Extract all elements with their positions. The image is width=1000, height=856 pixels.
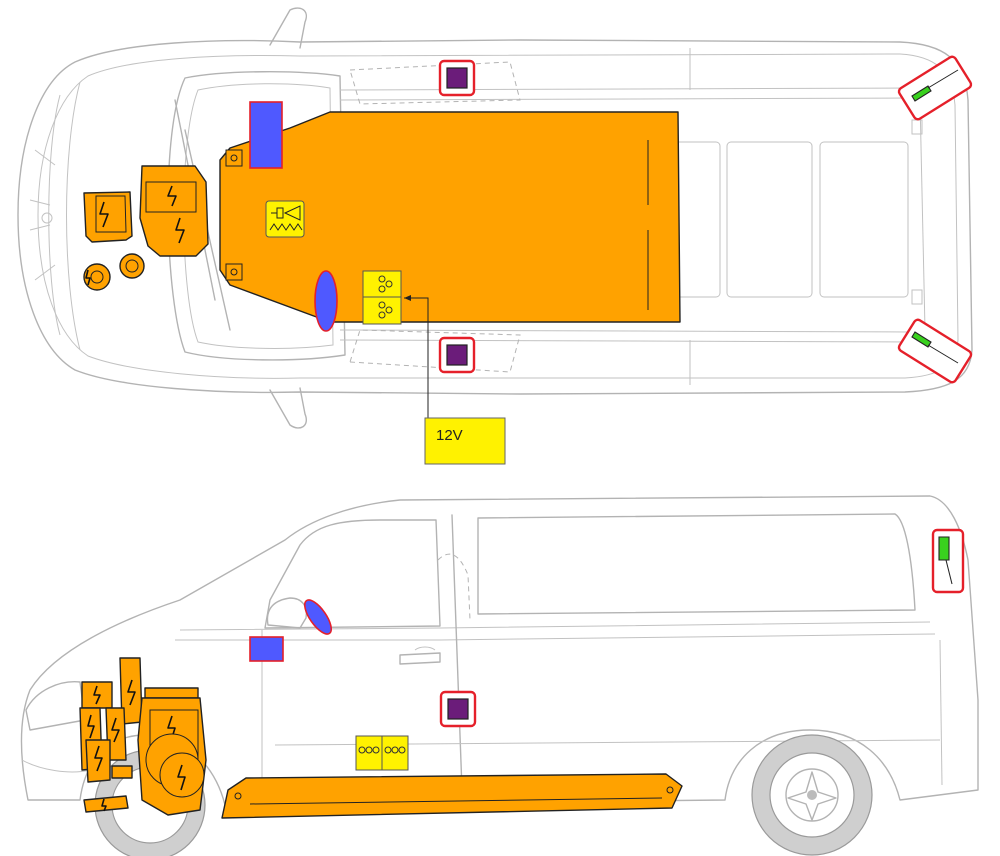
battery-callout-arrow [404,295,411,301]
gas-generator-top-1 [438,59,476,97]
hood-line [48,94,61,336]
front-door-handle [399,652,441,665]
door-track-top [349,61,521,105]
rear-wheel [751,734,873,856]
side-hv-cluster [79,657,207,816]
low-voltage-label-box [424,417,506,465]
roof-panel-3 [819,141,909,298]
front-emblem [41,212,53,224]
rear-door-line [919,99,926,331]
high-voltage-icon [85,269,91,286]
heating-element-icon [265,200,305,238]
gas-strut-side [931,528,965,594]
gas-generator-side [439,690,477,728]
roof-rail-bottom [339,339,911,343]
airbag-side-dashboard [249,636,284,662]
mirror-bottom [269,387,307,429]
gas-strut-top-2 [897,318,973,384]
front-hv-connector [83,263,111,291]
high-voltage-icon [177,764,186,791]
roof-rail-top [339,87,911,91]
battery-side-seam [249,797,663,805]
mirror-top [269,7,307,49]
roof-rail-bottom-2 [339,329,911,333]
high-voltage-icon [93,685,101,705]
high-voltage-icon [127,679,136,706]
airbag-top-dashboard [249,101,283,169]
side-belt-line-2 [175,633,936,641]
top-view: 12V [17,7,973,465]
front-hv-coolant-cap [119,253,145,279]
sliding-door-dashed [437,553,471,621]
rear-hinge-bottom [911,289,923,305]
high-voltage-battery [219,111,681,323]
high-voltage-icon [94,745,103,772]
low-voltage-battery-top [362,270,402,325]
battery-callout-line [404,297,429,418]
side-belt-line [179,621,931,631]
high-voltage-icon [87,714,95,739]
high-voltage-icon [101,798,107,812]
high-voltage-icon [111,717,120,743]
roof-panel-2 [726,141,813,298]
front-door-window [264,519,441,629]
hood-line-2 [66,81,81,351]
front-door-handle-2 [414,646,436,651]
front-hv-module-center [139,165,209,257]
b-pillar [451,514,463,791]
low-voltage-label: 12V [436,427,463,444]
rear-side-window [477,513,916,615]
high-voltage-battery-side [221,773,683,819]
top-view-inner-outline [37,53,959,379]
front-bumper [21,759,91,773]
gas-strut-top-1 [897,55,973,121]
hood-line-3 [29,149,56,281]
high-voltage-icon [167,185,177,207]
rear-panel-line [939,639,943,786]
high-voltage-icon [99,201,109,228]
airbag-side-curtain [303,599,333,635]
side-view [20,495,979,856]
low-voltage-battery-side [355,735,409,771]
front-hv-module-left [83,191,133,243]
side-mirror [266,597,308,629]
gas-generator-top-2 [438,336,476,374]
battery-mount-fl [225,149,243,167]
door-track-bottom [349,329,521,373]
battery-mount-rl [225,263,243,281]
headlight [25,681,86,731]
airbag-top-side [314,270,338,332]
roof-rail-top-2 [339,97,911,101]
high-voltage-icon [175,217,185,244]
top-view-body-outline [17,39,973,395]
